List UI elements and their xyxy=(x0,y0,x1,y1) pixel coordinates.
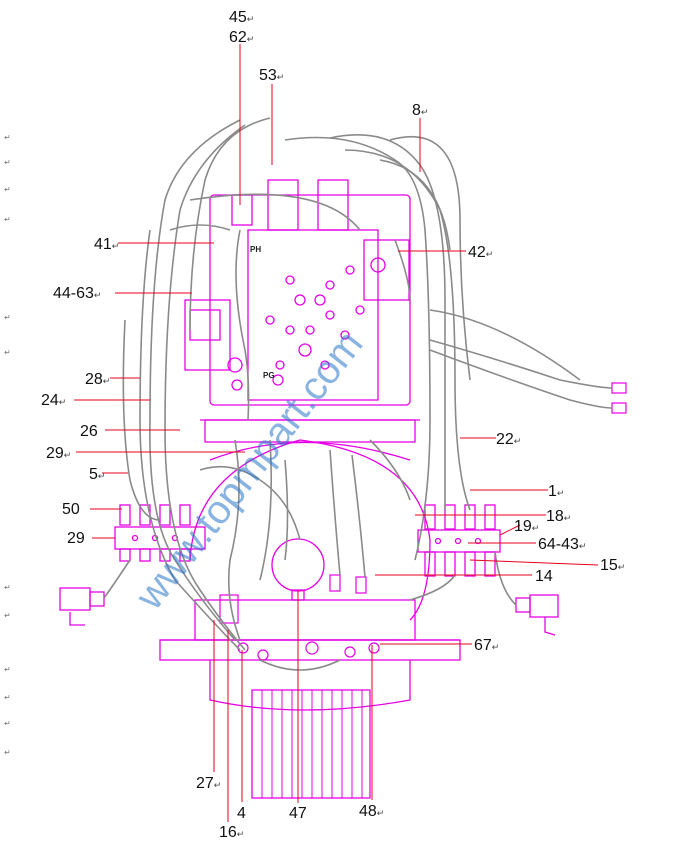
hoses xyxy=(103,117,613,671)
callout-45: 45↵ xyxy=(229,9,254,26)
margin-marks: ↵ ↵ ↵ ↵ ↵ ↵ ↵ ↵ ↵ ↵ ↵ ↵ xyxy=(4,133,11,757)
port-label-pg: PG xyxy=(263,371,275,380)
callout-19: 19↵ xyxy=(514,518,539,535)
motor-housing xyxy=(189,419,431,621)
callout-27: 27↵ xyxy=(196,775,221,792)
callout-64-43: 64‑43↵ xyxy=(538,536,586,553)
callout-44-63: 44‑63↵ xyxy=(53,285,101,302)
callout-26: 26 xyxy=(80,423,98,440)
callout-28: 28↵ xyxy=(85,371,110,388)
right-manifold xyxy=(417,504,501,577)
callout-22: 22↵ xyxy=(496,431,521,448)
svg-text:↵: ↵ xyxy=(4,348,11,357)
callout-62: 62↵ xyxy=(229,29,254,46)
callout-50: 50 xyxy=(62,501,80,518)
right-hose-ends xyxy=(611,382,627,414)
control-valve xyxy=(184,179,411,406)
callout-24: 24↵ xyxy=(41,392,66,409)
svg-text:↵: ↵ xyxy=(4,693,11,702)
bottom-fittings xyxy=(219,574,380,661)
svg-text:↵: ↵ xyxy=(4,611,11,620)
callout-41: 41↵ xyxy=(94,236,119,253)
svg-text:↵: ↵ xyxy=(4,215,11,224)
port-label-ph: PH xyxy=(250,245,261,254)
svg-text:↵: ↵ xyxy=(4,719,11,728)
callout-48: 48↵ xyxy=(359,803,384,820)
gear-shaft xyxy=(159,599,461,799)
left-solenoid xyxy=(59,587,105,626)
callout-5: 5↵ xyxy=(89,466,105,483)
right-solenoid xyxy=(515,594,559,636)
callout-47: 47 xyxy=(289,805,307,822)
callout-18: 18↵ xyxy=(546,508,571,525)
callout-15: 15↵ xyxy=(600,557,625,574)
svg-text:↵: ↵ xyxy=(4,133,11,142)
callout-1: 1↵ xyxy=(548,483,564,500)
callout-8: 8↵ xyxy=(412,102,428,119)
callout-14: 14 xyxy=(535,568,553,585)
callout-4: 4 xyxy=(237,805,246,822)
svg-text:↵: ↵ xyxy=(4,583,11,592)
leader-lines xyxy=(74,44,599,822)
svg-text:↵: ↵ xyxy=(4,313,11,322)
callout-29-upper: 29↵ xyxy=(46,445,71,462)
watermark: www.topmpart.com xyxy=(127,322,372,618)
svg-text:↵: ↵ xyxy=(4,158,11,167)
callout-53: 53↵ xyxy=(259,67,284,84)
svg-text:↵: ↵ xyxy=(4,665,11,674)
svg-text:↵: ↵ xyxy=(4,748,11,757)
callout-67: 67↵ xyxy=(474,637,499,654)
callout-16: 16↵ xyxy=(219,824,244,841)
callout-42: 42↵ xyxy=(468,244,493,261)
callouts: 45↵ 62↵ 53↵ 8↵ 41↵ 42↵ 44‑63↵ 28↵ 24↵ 26… xyxy=(41,9,625,841)
callout-29-lower: 29 xyxy=(67,530,85,547)
svg-text:↵: ↵ xyxy=(4,185,11,194)
